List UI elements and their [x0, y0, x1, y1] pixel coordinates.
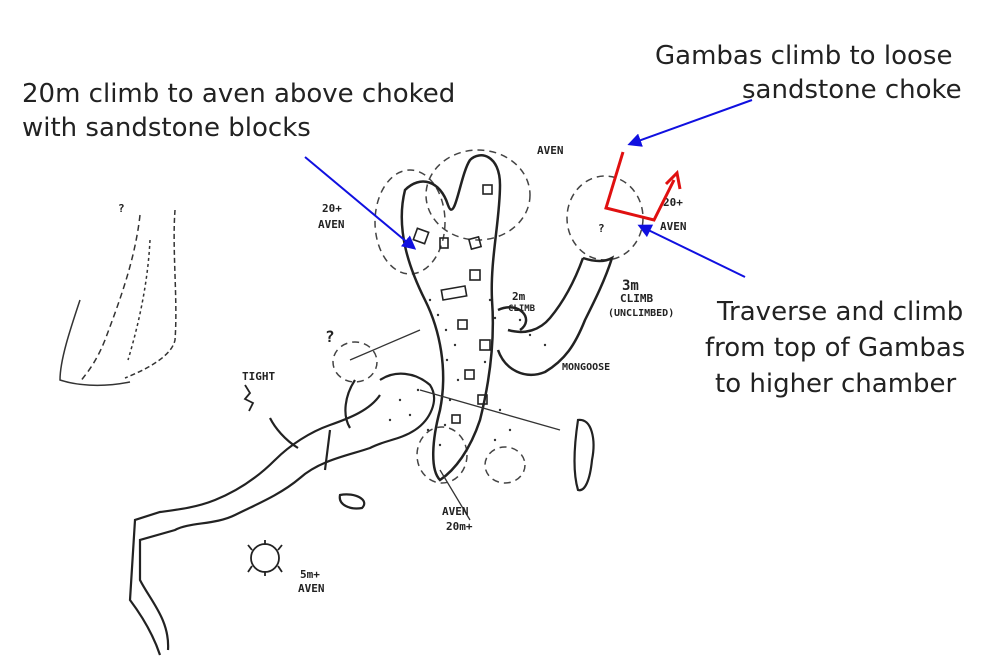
label-2m-climb-b: CLIMB — [508, 304, 536, 314]
annotation-left: 20m climb to aven above choked with sand… — [22, 79, 455, 143]
annotation-top-right: Gambas climb to loose sandstone choke — [655, 41, 962, 105]
arrow-left-annotation — [304, 156, 417, 250]
survey-legs — [349, 329, 561, 521]
annotation-right-line2: from top of Gambas — [705, 333, 965, 363]
label-20-aven-right-a: 20+ — [663, 196, 683, 209]
annotation-left-line1: 20m climb to aven above choked — [22, 79, 455, 109]
annotation-right-line1: Traverse and climb — [716, 297, 963, 327]
stipple-fill — [388, 298, 547, 447]
arrow-top-right-annotation — [627, 99, 753, 147]
annotation-right: Traverse and climb from top of Gambas to… — [705, 297, 965, 399]
arrow-right-annotation — [637, 224, 746, 278]
label-aven-bottom-b: 20m+ — [446, 520, 473, 533]
tight-squiggle — [243, 384, 255, 412]
label-5m-aven-b: AVEN — [298, 582, 325, 595]
label-20-aven-right-b: AVEN — [660, 220, 687, 233]
label-aven-top: AVEN — [537, 144, 564, 157]
label-mongoose: MONGOOSE — [562, 362, 610, 373]
label-20-aven-left-b: AVEN — [318, 218, 345, 231]
sketch-labels: AVEN 20+ AVEN 20+ AVEN ? 3m CLIMB (UNCLI… — [242, 144, 687, 595]
rock-pillar — [573, 418, 595, 492]
aven-5m-circle — [247, 540, 283, 576]
choke-blocks — [412, 184, 493, 424]
label-2m-climb-a: 2m — [512, 290, 526, 303]
label-3m-climb-a: 3m — [622, 278, 639, 294]
aven-circles — [332, 149, 644, 484]
annotation-left-line2: with sandstone blocks — [22, 113, 311, 143]
label-5m-aven-a: 5m+ — [300, 568, 320, 581]
label-question-mid: ? — [325, 327, 335, 346]
annotation-top-right-line2: sandstone choke — [742, 75, 962, 105]
lower-passages — [128, 372, 436, 656]
gambas-branch — [496, 255, 615, 377]
annotation-right-line3: to higher chamber — [715, 369, 957, 399]
question-mark-left: ? — [118, 202, 125, 215]
left-passage-sketch — [59, 209, 177, 387]
label-3m-climb-b: CLIMB — [620, 292, 653, 305]
main-chamber — [400, 154, 502, 482]
label-20-aven-left-a: 20+ — [322, 202, 342, 215]
label-aven-bottom-a: AVEN — [442, 505, 469, 518]
blue-arrows — [304, 99, 753, 278]
label-tight: TIGHT — [242, 370, 275, 383]
red-route — [604, 151, 682, 222]
label-3m-climb-c: (UNCLIMBED) — [608, 308, 674, 319]
annotation-top-right-line1: Gambas climb to loose — [655, 41, 952, 71]
label-question-right: ? — [598, 222, 605, 235]
